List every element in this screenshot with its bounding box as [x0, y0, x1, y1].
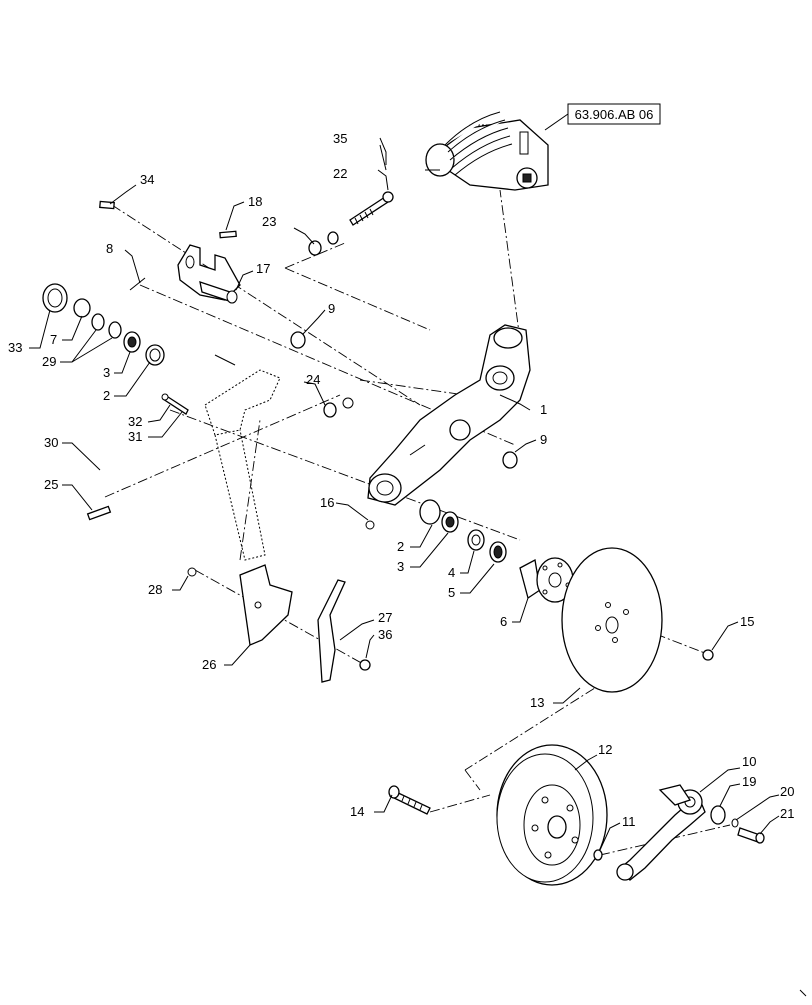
part-3-bearing-right[interactable] — [441, 511, 459, 533]
callout-15[interactable]: 15 — [740, 614, 754, 629]
part-29-washers[interactable] — [91, 313, 122, 339]
shank-bracket — [204, 354, 281, 561]
part-23-washer-nut[interactable] — [308, 231, 339, 256]
callout-35[interactable]: 35 — [333, 131, 347, 146]
part-2-cup-left[interactable] — [145, 344, 165, 366]
callout-14[interactable]: 14 — [350, 804, 364, 819]
part-6-hub[interactable] — [519, 557, 574, 603]
reference-box[interactable]: 63.906.AB 06 — [544, 103, 661, 131]
part-28-bolt[interactable] — [187, 567, 197, 577]
part-10-gauge-arm[interactable] — [616, 784, 706, 881]
callout-18[interactable]: 18 — [248, 194, 262, 209]
callout-7[interactable]: 7 — [50, 332, 57, 347]
callout-4[interactable]: 4 — [448, 565, 455, 580]
callout-8[interactable]: 8 — [106, 241, 113, 256]
part-26-scraper[interactable] — [239, 564, 293, 646]
callout-21[interactable]: 21 — [780, 806, 794, 821]
part-1-arm[interactable] — [367, 324, 531, 506]
callout-31[interactable]: 31 — [128, 429, 142, 444]
callout-9-lower[interactable]: 9 — [540, 432, 547, 447]
part-33-cap[interactable] — [42, 283, 68, 313]
callout-32[interactable]: 32 — [128, 414, 142, 429]
part-18-cotter[interactable] — [219, 230, 237, 239]
part-12-gauge-wheel[interactable] — [496, 744, 608, 886]
callout-2-right[interactable]: 2 — [397, 539, 404, 554]
callout-28[interactable]: 28 — [148, 582, 162, 597]
callout-20[interactable]: 20 — [780, 784, 794, 799]
part-17-pivot-bracket[interactable] — [177, 244, 241, 304]
callout-12[interactable]: 12 — [598, 742, 612, 757]
callout-3-right[interactable]: 3 — [397, 559, 404, 574]
part-11-washer[interactable] — [593, 849, 603, 861]
part-13-disc[interactable] — [561, 547, 663, 693]
callout-23[interactable]: 23 — [262, 214, 276, 229]
callout-11[interactable]: 11 — [622, 814, 636, 829]
spring-cylinder-assembly — [425, 111, 549, 191]
part-31-32-bolt[interactable] — [161, 393, 189, 415]
callout-30[interactable]: 30 — [44, 435, 58, 450]
callout-36[interactable]: 36 — [378, 627, 392, 642]
callout-6[interactable]: 6 — [500, 614, 507, 629]
callout-24[interactable]: 24 — [306, 372, 320, 387]
callout-22[interactable]: 22 — [333, 166, 347, 181]
assembly-centerlines — [104, 189, 731, 856]
part-8-pin[interactable] — [129, 277, 146, 291]
callout-leaders — [29, 137, 780, 851]
part-30-25-pin[interactable] — [86, 505, 112, 521]
part-9-bushing-upper[interactable] — [290, 331, 306, 349]
callout-19[interactable]: 19 — [742, 774, 756, 789]
callout-27[interactable]: 27 — [378, 610, 392, 625]
callout-1[interactable]: 1 — [540, 402, 547, 417]
part-19-washer[interactable] — [710, 805, 726, 825]
callout-2-left[interactable]: 2 — [103, 388, 110, 403]
callout-13[interactable]: 13 — [530, 695, 544, 710]
callout-25[interactable]: 25 — [44, 477, 58, 492]
callout-10[interactable]: 10 — [742, 754, 756, 769]
part-2-cup-right[interactable] — [419, 499, 441, 525]
part-15-bolt[interactable] — [702, 649, 714, 661]
part-14-bolt[interactable] — [388, 785, 431, 815]
callout-3-left[interactable]: 3 — [103, 365, 110, 380]
part-3-bearing-left[interactable] — [123, 331, 141, 353]
part-7-nut[interactable] — [73, 298, 91, 318]
part-24-nut[interactable] — [323, 397, 354, 418]
part-27-scraper-blade[interactable] — [317, 579, 346, 683]
reference-label: 63.906.AB 06 — [575, 107, 654, 122]
corner-mark — [799, 989, 807, 997]
part-36-nut[interactable] — [359, 659, 371, 671]
part-35-pin[interactable] — [379, 144, 387, 171]
callout-labels: 34 35 22 18 23 17 8 9 33 7 29 3 2 24 1 9… — [8, 131, 794, 829]
callout-34[interactable]: 34 — [140, 172, 154, 187]
callout-9-upper[interactable]: 9 — [328, 301, 335, 316]
callout-17[interactable]: 17 — [256, 261, 270, 276]
part-9-bushing-lower[interactable] — [502, 451, 518, 469]
part-5-seal[interactable] — [489, 541, 507, 563]
callout-33[interactable]: 33 — [8, 340, 22, 355]
callout-5[interactable]: 5 — [448, 585, 455, 600]
callout-26[interactable]: 26 — [202, 657, 216, 672]
part-16-bolt[interactable] — [365, 520, 375, 530]
part-22-eyebolt[interactable] — [349, 191, 394, 226]
part-20-lockwasher[interactable] — [731, 818, 739, 828]
part-4-washer[interactable] — [467, 529, 485, 551]
callout-29[interactable]: 29 — [42, 354, 56, 369]
part-21-bolt[interactable] — [737, 827, 765, 844]
callout-16[interactable]: 16 — [320, 495, 334, 510]
